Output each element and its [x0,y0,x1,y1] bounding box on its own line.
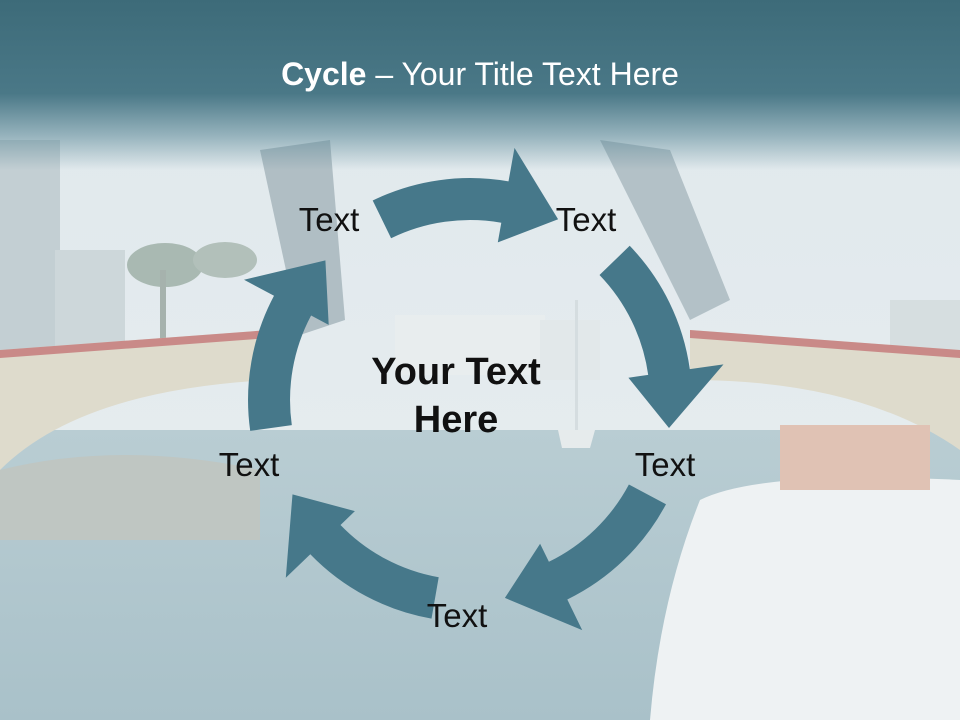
center-text-line-1: Your Text [371,351,541,393]
cycle-label-top-right[interactable]: Text [555,201,617,238]
arrow-bottom[interactable] [504,484,666,631]
cycle-label-left[interactable]: Text [218,446,280,483]
title-rest-part: – Your Title Text Here [366,56,679,92]
arrow-left[interactable] [285,494,439,619]
arrow-top[interactable] [372,147,559,243]
cycle-label-bottom[interactable]: Text [426,597,488,634]
cycle-label-top-left[interactable]: Text [298,201,360,238]
cycle-label-right[interactable]: Text [634,446,696,483]
title-bold-part: Cycle [281,56,367,92]
arrow-right[interactable] [599,245,724,428]
center-text[interactable]: Your Text Here [326,348,586,444]
slide-title[interactable]: Cycle – Your Title Text Here [0,52,960,96]
center-text-line-2: Here [413,399,499,441]
title-band [0,0,960,170]
arrow-upper-left[interactable] [244,260,329,431]
